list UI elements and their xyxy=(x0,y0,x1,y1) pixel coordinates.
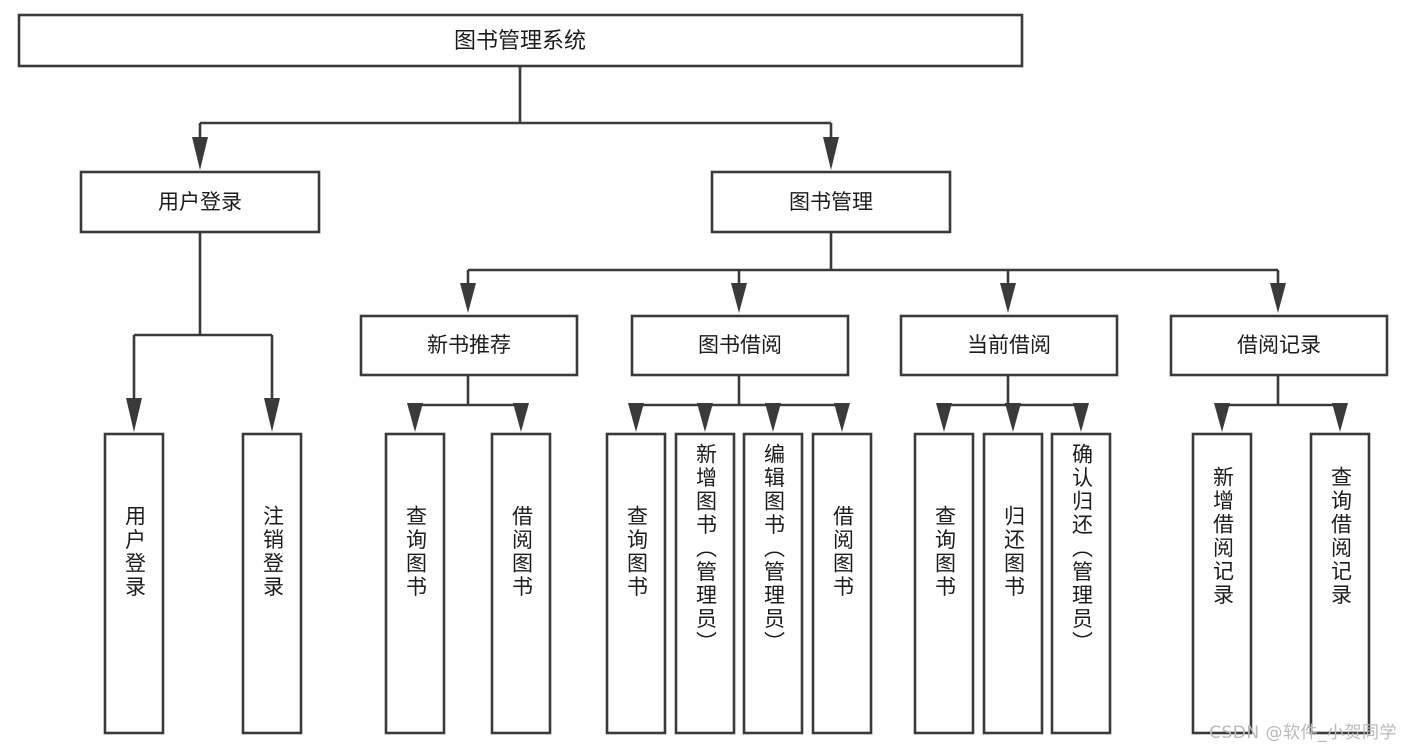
leaf-box-confirm-return[interactable] xyxy=(1050,432,1112,735)
node-new-book-recommend[interactable]: 新书推荐 xyxy=(359,314,579,377)
arrow-head-leaf-return-book xyxy=(1005,403,1021,432)
node-current-borrow[interactable]: 当前借阅 xyxy=(899,314,1119,377)
arrow-head-leaf-logout-login xyxy=(264,398,280,432)
arrow-head-leaf-query-book-3 xyxy=(936,403,952,432)
node-user-login[interactable]: 用户登录 xyxy=(79,170,321,234)
node-root[interactable]: 图书管理系统 xyxy=(17,13,1024,68)
node-new-book-recommend-box[interactable] xyxy=(359,314,579,377)
leaf-box-query-record[interactable] xyxy=(1309,432,1371,735)
leaf-box-borrow-book-2[interactable] xyxy=(811,432,873,735)
arrow-head-leaf-edit-book xyxy=(765,403,781,432)
node-root-label: 图书管理系统 xyxy=(454,29,586,54)
arrow-head-leaf-user-login xyxy=(126,398,142,432)
arrow-head-user-login xyxy=(192,137,208,170)
leaf-box-query-book-3[interactable] xyxy=(913,432,975,735)
node-book-management-box[interactable] xyxy=(710,170,952,234)
arrow-head-new-book-recommend xyxy=(460,283,476,313)
node-borrow-record-label: 借阅记录 xyxy=(1237,333,1321,357)
node-book-management[interactable]: 图书管理 xyxy=(710,170,952,234)
leaf-box-borrow-book-1[interactable] xyxy=(490,432,552,735)
leaf-box-edit-book[interactable] xyxy=(742,432,804,735)
arrow-head-book-management xyxy=(823,137,839,170)
arrow-head-book-borrow xyxy=(731,283,747,313)
arrow-head-leaf-borrow-book-1 xyxy=(513,403,529,432)
leaf-box-logout-login[interactable] xyxy=(241,432,303,735)
arrow-head-leaf-add-record xyxy=(1214,403,1230,432)
leaf-boxes-layer xyxy=(103,432,1371,735)
node-user-login-box[interactable] xyxy=(79,170,321,234)
leaf-box-add-record[interactable] xyxy=(1191,432,1253,735)
leaf-box-query-book-1[interactable] xyxy=(384,432,446,735)
node-borrow-record-box[interactable] xyxy=(1169,314,1389,377)
node-book-management-label: 图书管理 xyxy=(789,190,873,214)
arrow-head-leaf-confirm-return xyxy=(1073,403,1089,432)
leaf-box-add-book[interactable] xyxy=(674,432,736,735)
leaf-box-return-book[interactable] xyxy=(982,432,1044,735)
arrow-head-leaf-query-record xyxy=(1332,403,1348,432)
node-book-borrow-box[interactable] xyxy=(630,314,850,377)
arrow-head-borrow-record xyxy=(1270,283,1286,313)
node-book-borrow[interactable]: 图书借阅 xyxy=(630,314,850,377)
leaf-box-query-book-2[interactable] xyxy=(605,432,667,735)
arrow-head-leaf-borrow-book-2 xyxy=(834,403,850,432)
node-root-box[interactable] xyxy=(17,13,1024,68)
node-new-book-recommend-label: 新书推荐 xyxy=(427,333,511,357)
node-borrow-record[interactable]: 借阅记录 xyxy=(1169,314,1389,377)
node-user-login-label: 用户登录 xyxy=(158,190,242,214)
connector-layer xyxy=(126,66,1348,432)
arrow-head-leaf-add-book xyxy=(697,403,713,432)
arrow-head-leaf-query-book-2 xyxy=(628,403,644,432)
node-book-borrow-label: 图书借阅 xyxy=(698,333,782,357)
arrow-head-current-borrow xyxy=(1000,283,1016,313)
watermark-text: CSDN @软件_小贺同学 xyxy=(1209,723,1397,743)
leaf-box-user-login[interactable] xyxy=(103,432,165,735)
arrow-head-leaf-query-book-1 xyxy=(407,403,423,432)
node-current-borrow-label: 当前借阅 xyxy=(967,333,1051,357)
node-current-borrow-box[interactable] xyxy=(899,314,1119,377)
